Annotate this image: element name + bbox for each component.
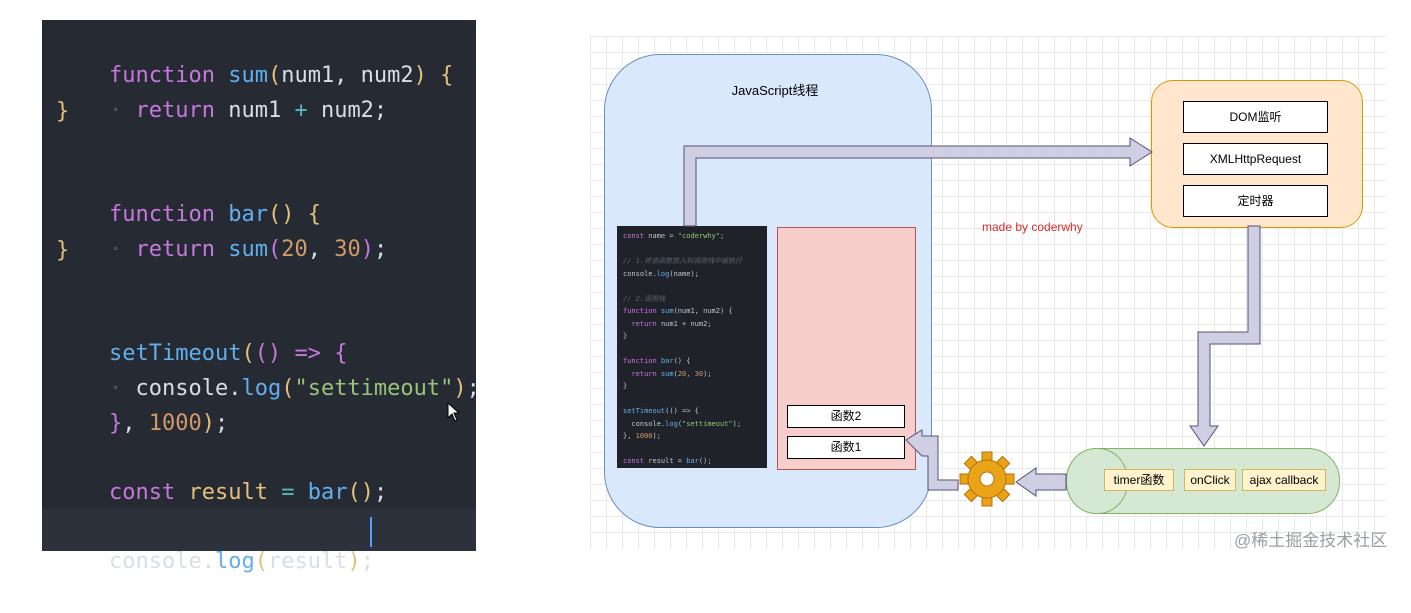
code-line-7[interactable]: setTimeout(() => { bbox=[108, 341, 348, 366]
code-line-8[interactable]: · console.log("settimeout"); bbox=[108, 376, 480, 401]
api-dom-listener: DOM监听 bbox=[1183, 101, 1328, 133]
current-line-highlight bbox=[42, 509, 476, 551]
code-line-6[interactable]: } bbox=[56, 238, 70, 263]
arrow-to-queue bbox=[1189, 225, 1261, 447]
code-line-10[interactable]: const result = bar(); bbox=[108, 480, 388, 505]
mouse-pointer-icon bbox=[447, 402, 461, 422]
code-line-4[interactable]: function bar() { bbox=[108, 202, 321, 227]
author-watermark: made by coderwhy bbox=[982, 220, 1083, 234]
code-line-5[interactable]: · return sum(20, 30); bbox=[108, 237, 388, 262]
stack-frame-2: 函数2 bbox=[787, 405, 905, 428]
code-line-2[interactable]: · return num1 + num2; bbox=[108, 98, 388, 123]
queue-item-onclick: onClick bbox=[1184, 469, 1236, 491]
api-timer: 定时器 bbox=[1183, 185, 1328, 217]
code-line-1[interactable]: function sum(num1, num2) { bbox=[108, 63, 454, 88]
stack-frame-1: 函数1 bbox=[787, 436, 905, 459]
text-cursor bbox=[370, 517, 372, 547]
call-stack bbox=[777, 227, 916, 470]
diagram-arrows bbox=[683, 137, 1261, 497]
code-line-9[interactable]: }, 1000); bbox=[108, 411, 229, 436]
arrow-to-webapi bbox=[683, 137, 1153, 227]
queue-item-timer: timer函数 bbox=[1104, 469, 1174, 491]
javascript-thread-title: JavaScript线程 bbox=[731, 83, 819, 98]
site-watermark: @稀土掘金技术社区 bbox=[1234, 531, 1388, 550]
code-editor[interactable]: function sum(num1, num2) { · return num1… bbox=[42, 20, 480, 574]
arrow-to-stack bbox=[905, 429, 959, 491]
queue-item-ajax: ajax callback bbox=[1242, 469, 1326, 491]
arrow-to-gear bbox=[1015, 467, 1067, 497]
code-line-3[interactable]: } bbox=[56, 99, 70, 124]
api-xmlhttprequest: XMLHttpRequest bbox=[1183, 143, 1328, 175]
gear-icon bbox=[959, 451, 1015, 507]
mini-code-panel: const name = "coderwhy"; // 1.将该函数放入到调用栈… bbox=[617, 226, 767, 468]
